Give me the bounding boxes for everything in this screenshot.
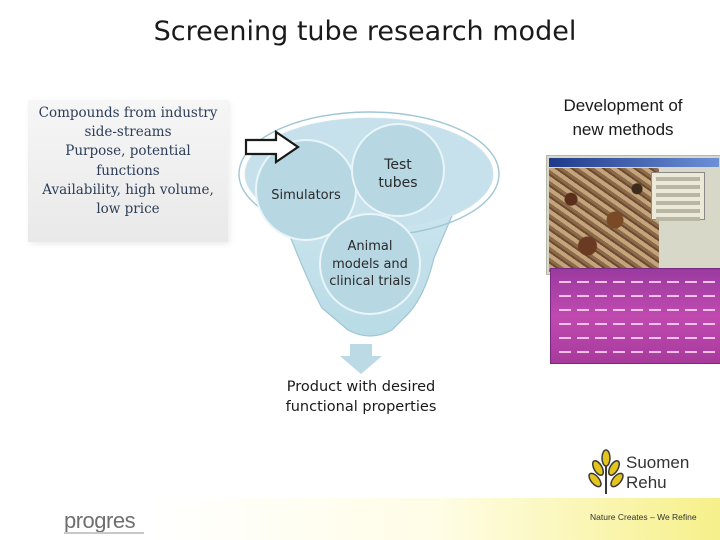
development-line: Development of — [563, 96, 683, 115]
test-tubes-line: Test — [384, 157, 412, 173]
development-label: Development of new methods — [548, 94, 698, 142]
compounds-line: Purpose, potential — [65, 143, 191, 160]
compounds-line: Availability, high volume, — [42, 181, 214, 198]
animal-line: models and — [332, 256, 408, 272]
animal-line: Animal — [347, 239, 393, 254]
compounds-description: Compounds from industry side-streams Pur… — [30, 104, 226, 219]
product-line: functional properties — [285, 398, 437, 415]
development-line: new methods — [572, 120, 674, 139]
tagline: Nature Creates – We Refine — [590, 512, 697, 522]
slide-title: Screening tube research model — [153, 16, 577, 47]
software-dialog — [651, 172, 705, 221]
test-tubes-circle — [351, 123, 445, 217]
animal-line: clinical trials — [329, 274, 411, 289]
test-tubes-label: Test tubes — [360, 156, 436, 192]
simulators-label: Simulators — [271, 188, 341, 203]
wheat-icon — [588, 449, 624, 494]
rehu-word: Rehu — [626, 473, 667, 492]
suomen-rehu-logo: Suomen Rehu — [586, 448, 706, 498]
compounds-box — [28, 100, 228, 242]
compounds-line: side-streams — [84, 124, 172, 141]
input-arrow — [244, 129, 300, 165]
animal-models-circle — [319, 213, 421, 315]
microscopy-image — [549, 168, 659, 272]
progres-logo: progres — [64, 508, 136, 533]
software-screenshot-image — [546, 155, 720, 275]
footer-gradient — [150, 498, 720, 540]
product-label: Product with desired functional properti… — [264, 378, 458, 417]
test-tubes-line: tubes — [378, 175, 418, 191]
electrophoresis-gel-image — [550, 268, 720, 364]
output-arrow — [340, 344, 382, 374]
product-line: Product with desired — [286, 379, 436, 395]
compounds-line: low price — [96, 201, 160, 218]
compounds-line: Compounds from industry — [38, 105, 218, 121]
suomen-word: Suomen — [626, 453, 690, 472]
progres-underline — [64, 532, 144, 534]
compounds-line: functions — [96, 162, 160, 179]
window-titlebar — [549, 158, 719, 167]
animal-models-label: Animal models and clinical trials — [318, 238, 422, 291]
